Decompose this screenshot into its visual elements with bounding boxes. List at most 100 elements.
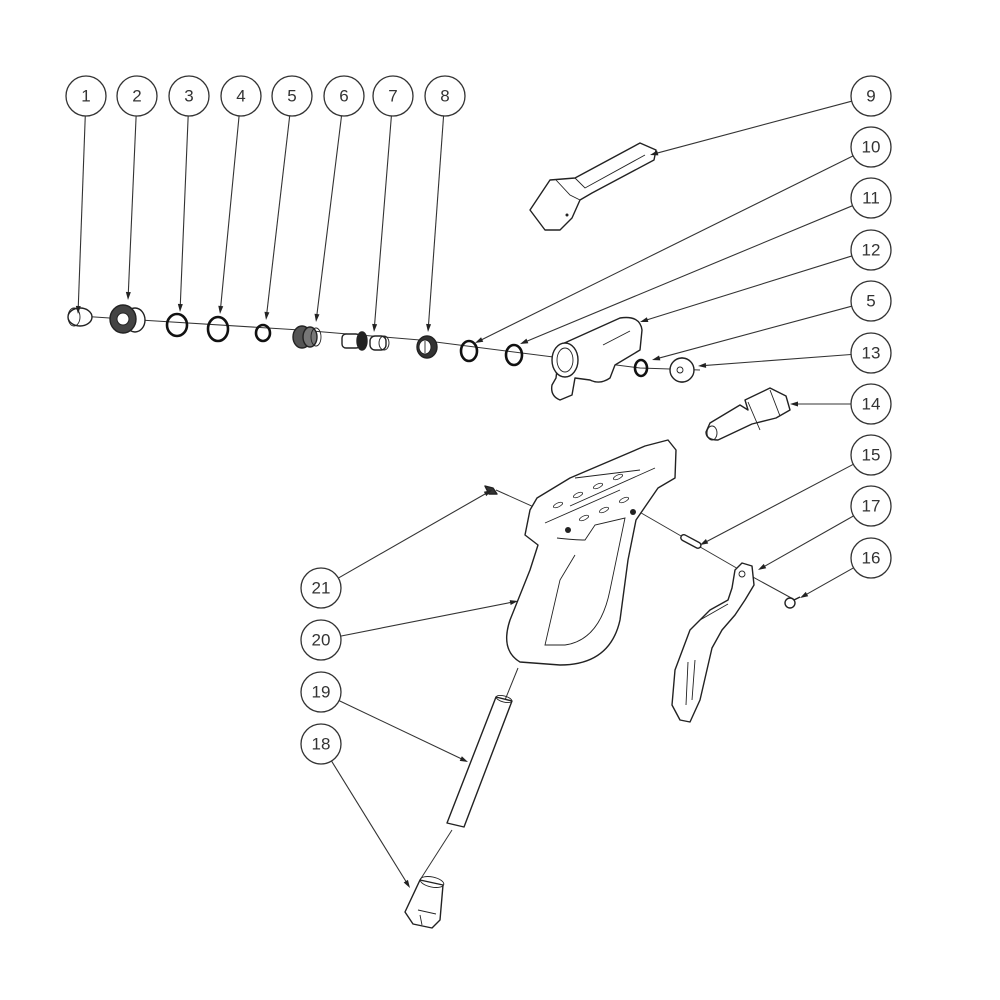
callout-number: 16 <box>862 549 881 568</box>
callout-c11: 11 <box>850 177 892 219</box>
callout-c3: 3 <box>168 75 210 117</box>
leader-line-c8 <box>427 115 445 327</box>
callout-c19: 19 <box>300 671 342 713</box>
callout-c12: 12 <box>850 229 892 271</box>
part-9-trigger-guard-cover-icon <box>529 142 657 231</box>
part-18-swivel-nut-icon <box>404 876 445 929</box>
leader-line-c9 <box>655 100 852 154</box>
part-6-spring-icon <box>292 325 322 349</box>
part-17-trigger-icon <box>671 562 755 723</box>
part-15-pin-icon <box>680 534 702 549</box>
arrowhead-icon <box>758 563 767 570</box>
callout-circle <box>323 75 365 117</box>
part-2-nozzle-insert-icon <box>109 304 146 334</box>
callout-number: 13 <box>862 344 881 363</box>
callout-c5b: 5 <box>850 280 892 322</box>
callout-number: 4 <box>236 87 245 106</box>
callout-c14: 14 <box>850 383 892 425</box>
callout-c1: 1 <box>65 75 107 117</box>
callout-c18: 18 <box>300 723 342 765</box>
callout-circle <box>850 126 892 168</box>
part-16-screw-icon <box>784 596 801 609</box>
arrowhead-icon <box>640 317 649 323</box>
leader-line-c10 <box>480 155 854 341</box>
callout-number: 1 <box>81 87 90 106</box>
leader-line-c15 <box>705 463 854 543</box>
callout-number: 17 <box>862 497 881 516</box>
callout-c16: 16 <box>850 537 892 579</box>
callout-circle <box>424 75 466 117</box>
arrowhead-icon <box>698 362 707 368</box>
callout-circle <box>850 537 892 579</box>
leader-line-c20 <box>340 601 513 637</box>
leader-line-c17 <box>762 515 854 568</box>
callout-c20: 20 <box>300 619 342 661</box>
callout-c6: 6 <box>323 75 365 117</box>
part-13-nut-icon <box>669 357 695 383</box>
callout-number: 5 <box>866 292 875 311</box>
arrowhead-icon <box>125 291 131 300</box>
leader-line-c12 <box>645 255 853 321</box>
callout-number: 9 <box>866 87 875 106</box>
leader-line-c4 <box>220 115 240 309</box>
arrowhead-icon <box>790 401 798 407</box>
part-12-valve-body-icon <box>550 316 643 401</box>
callout-c9: 9 <box>850 75 892 117</box>
callout-circle <box>65 75 107 117</box>
callout-circle <box>372 75 414 117</box>
part-10-o-ring-icon <box>459 339 479 363</box>
arrowhead-icon <box>652 355 661 361</box>
arrowhead-icon <box>800 591 809 598</box>
leader-line-c7 <box>373 115 392 327</box>
part-19-tube-icon <box>446 694 513 828</box>
arrowhead-icon <box>75 305 81 314</box>
arrowhead-icon <box>314 313 320 322</box>
callout-circle <box>300 723 342 765</box>
part-11-o-ring-icon <box>504 343 524 367</box>
callout-number: 19 <box>312 683 331 702</box>
arrowhead-icon <box>372 323 378 332</box>
callout-c8: 8 <box>424 75 466 117</box>
callout-c15: 15 <box>850 434 892 476</box>
callout-circle <box>300 671 342 713</box>
part-3-o-ring-icon <box>165 312 189 338</box>
callout-circle <box>300 567 342 609</box>
part-14-inlet-fitting-icon <box>705 387 791 441</box>
callout-number: 6 <box>339 87 348 106</box>
callout-c4: 4 <box>220 75 262 117</box>
callout-circle <box>850 383 892 425</box>
callout-number: 12 <box>862 241 881 260</box>
arrowhead-icon <box>426 323 432 332</box>
callout-number: 2 <box>132 87 141 106</box>
part-7-valve-stem-icon <box>341 331 390 351</box>
leader-line-c3 <box>179 115 189 307</box>
leader-line-c19 <box>338 700 463 760</box>
leader-line-c6 <box>316 115 343 317</box>
callout-circle <box>220 75 262 117</box>
callout-circle <box>850 280 892 322</box>
callout-number: 15 <box>862 446 881 465</box>
callout-number: 20 <box>312 631 331 650</box>
leader-line-c18 <box>331 760 408 884</box>
arrowhead-icon <box>475 337 484 343</box>
callout-circle <box>271 75 313 117</box>
arrowhead-icon <box>459 756 468 762</box>
leader-line-c5 <box>266 115 291 315</box>
callout-c13: 13 <box>850 332 892 374</box>
arrowhead-icon <box>700 539 709 545</box>
callout-circle <box>168 75 210 117</box>
callout-number: 11 <box>862 189 880 208</box>
callout-number: 21 <box>312 579 331 598</box>
callout-number: 3 <box>184 87 193 106</box>
callout-circle <box>300 619 342 661</box>
callout-c10: 10 <box>850 126 892 168</box>
leader-line-c5b <box>657 305 852 359</box>
callout-c2: 2 <box>116 75 158 117</box>
callout-number: 5 <box>287 87 296 106</box>
part-5-o-ring-icon <box>254 323 272 343</box>
callout-circle <box>850 485 892 527</box>
arrowhead-icon <box>650 150 659 156</box>
leader-line-c11 <box>525 205 853 343</box>
